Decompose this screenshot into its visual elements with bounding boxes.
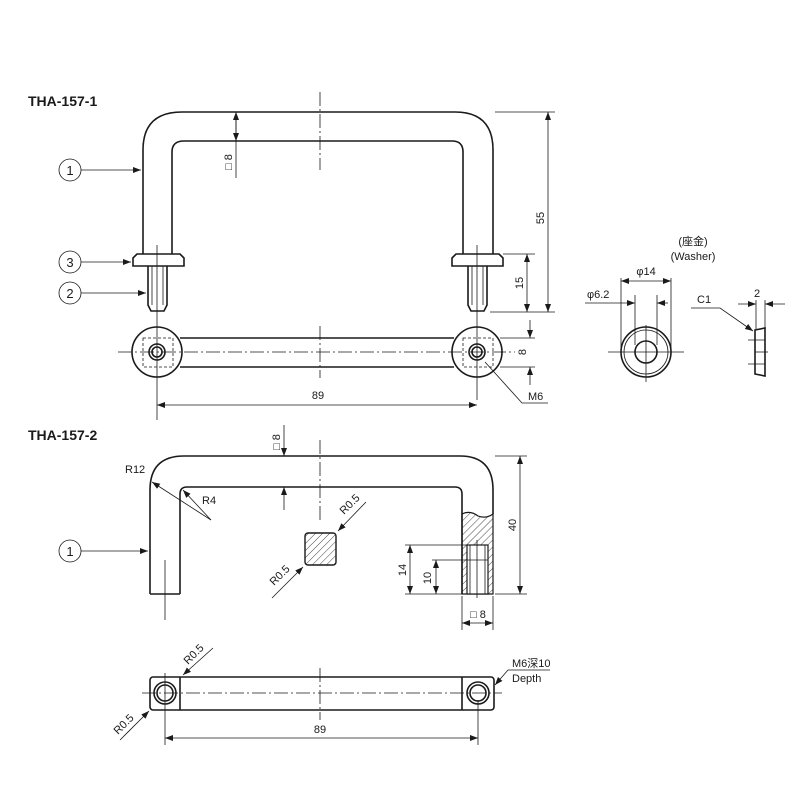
radius-r12: R12 bbox=[125, 464, 145, 476]
radius-r4: R4 bbox=[202, 495, 216, 507]
handle-inner-outline bbox=[179, 486, 463, 594]
tha-157-1-title: THA-157-1 bbox=[28, 93, 97, 109]
cross-section-square bbox=[304, 532, 337, 566]
dim-15: 15 bbox=[514, 277, 526, 289]
dim-square-8: □ 8 bbox=[223, 154, 235, 170]
dim-89: 89 bbox=[314, 724, 326, 736]
balloon-1: 1 bbox=[58, 539, 148, 563]
stud-right bbox=[467, 266, 488, 312]
handle-inner-outline bbox=[171, 140, 464, 254]
dim-square-8-bottom: □ 8 bbox=[470, 609, 486, 621]
washer-side bbox=[754, 327, 766, 377]
bar-plan bbox=[149, 676, 495, 711]
plan-r0-5-top: R0.5 bbox=[182, 642, 207, 667]
washer-left bbox=[132, 253, 185, 267]
thread-m6-depth: M6深10 bbox=[512, 657, 551, 670]
svg-text:3: 3 bbox=[66, 255, 73, 270]
washer-label-en: (Washer) bbox=[671, 251, 716, 263]
dim-dia-14: φ14 bbox=[636, 266, 655, 278]
handle-outline bbox=[149, 455, 494, 594]
dim-thickness-2: 2 bbox=[754, 288, 760, 300]
plan-r0-5-bottom: R0.5 bbox=[112, 712, 137, 737]
balloon-3: 3 bbox=[58, 250, 131, 274]
svg-text:2: 2 bbox=[66, 286, 73, 301]
dim-40: 40 bbox=[507, 519, 519, 531]
section-r0-5-bottom: R0.5 bbox=[268, 563, 293, 588]
balloon-2: 2 bbox=[58, 281, 146, 305]
m6-leader bbox=[484, 361, 548, 404]
dim-square-8-top: □ 8 bbox=[271, 434, 283, 450]
washer-detail: (座金) (Washer) φ14 φ6.2 2 C1 bbox=[585, 234, 785, 382]
balloon-1: 1 bbox=[58, 158, 141, 182]
dim-dia-6-2: φ6.2 bbox=[587, 289, 609, 301]
stud-left bbox=[147, 266, 168, 312]
tha-157-2-title: THA-157-2 bbox=[28, 427, 97, 443]
tha-157-1-view: THA-157-1 1 3 bbox=[28, 92, 555, 420]
dim-55: 55 bbox=[535, 212, 547, 224]
washer-label-jp: (座金) bbox=[678, 234, 707, 248]
dim-10: 10 bbox=[422, 572, 434, 584]
section-r0-5-top: R0.5 bbox=[338, 492, 363, 517]
svg-text:1: 1 bbox=[66, 163, 73, 178]
washer-right bbox=[451, 253, 504, 267]
thread-depth-en: Depth bbox=[512, 673, 541, 685]
dim-8: 8 bbox=[517, 349, 529, 355]
tha-157-2-view: THA-157-2 R0.5 R0.5 R12 R4 1 □ 8 bbox=[28, 425, 551, 745]
dim-14: 14 bbox=[397, 564, 409, 576]
handle-outline bbox=[142, 111, 494, 254]
svg-text:1: 1 bbox=[66, 544, 73, 559]
thread-hole-section bbox=[466, 544, 489, 595]
chamfer-c1: C1 bbox=[697, 294, 711, 306]
dim-89: 89 bbox=[312, 390, 324, 402]
thread-m6: M6 bbox=[528, 391, 543, 403]
